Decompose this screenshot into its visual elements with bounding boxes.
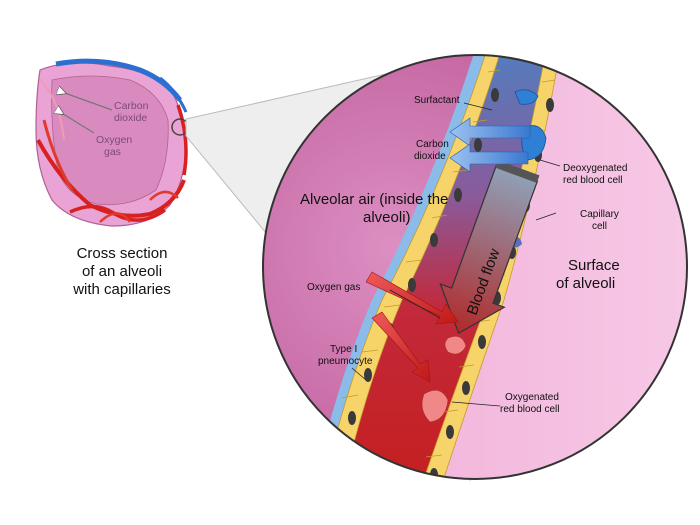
surfactant-label: Surfactant [414,95,460,106]
type-i-label-line2: pneumocyte [318,356,373,367]
small-co2-label-line1: Carbon [114,100,149,112]
surface-label-line2: of alveoli [556,275,615,292]
small-o2-label-line2: gas [104,146,121,158]
small-o2-label-line1: Oxygen [96,134,132,146]
deoxy-label-line1: Deoxygenated [563,163,628,174]
capillary-label-line2: cell [592,221,607,232]
co2-label-line1: Carbon [416,139,449,150]
capillary-label-line1: Capillary [580,209,619,220]
small-co2-label-line2: dioxide [114,112,147,124]
surface-label-line1: Surface [568,257,620,274]
alveolar-air-label-line2: alveoli) [363,209,411,226]
oxygen-gas-label: Oxygen gas [307,282,360,293]
alveolar-air-label-line1: Alveolar air (inside the [300,191,448,208]
oxygenated-label-line1: Oxygenated [505,392,559,403]
caption-line1: Cross section [77,245,168,262]
type-i-label-line1: Type I [330,344,357,355]
caption-line3: with capillaries [72,281,171,298]
co2-label-line2: dioxide [414,151,446,162]
caption-line2: of an alveoli [82,263,162,280]
deoxy-label-line2: red blood cell [563,175,622,186]
oxygenated-label-line2: red blood cell [500,404,559,415]
